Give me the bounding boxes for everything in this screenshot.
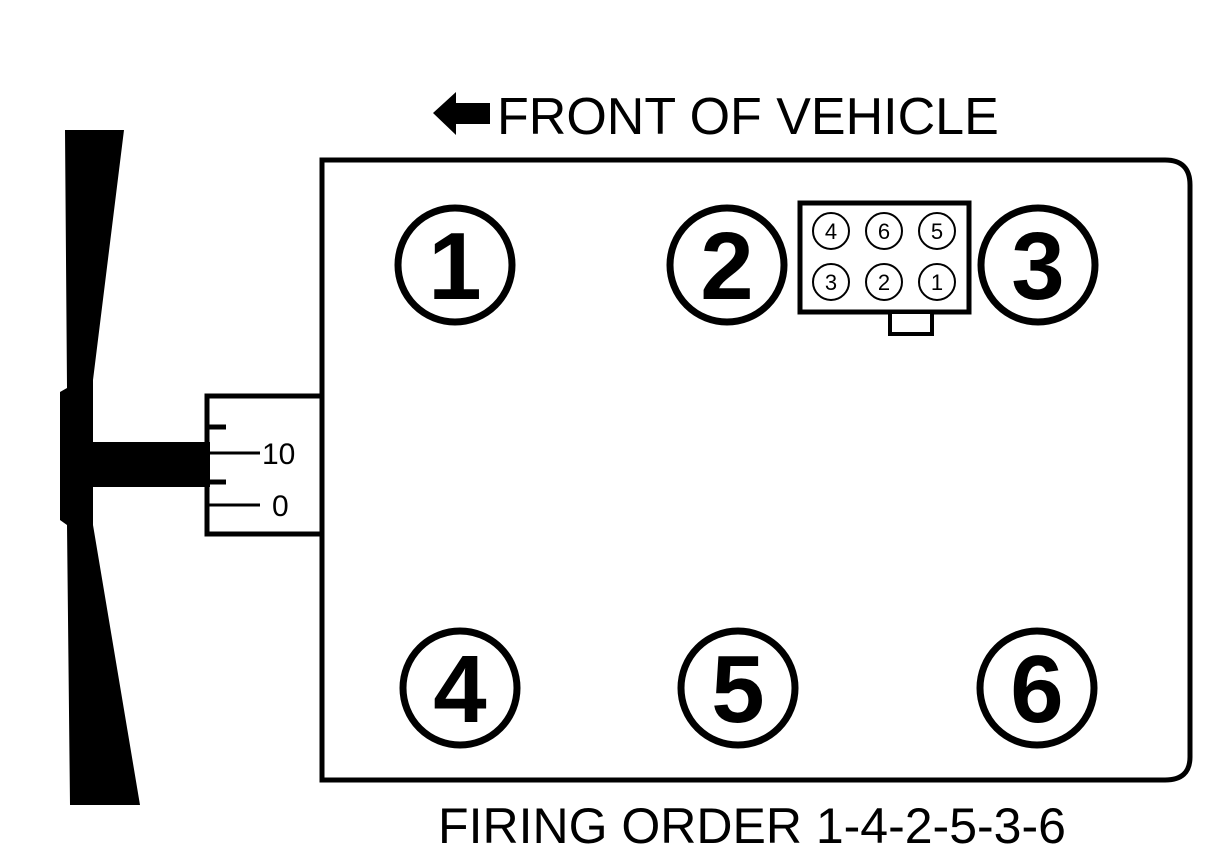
- firing-order-label: FIRING ORDER 1-4-2-5-3-6: [438, 798, 1066, 854]
- coil-terminal: 1: [918, 263, 956, 301]
- cylinder-5: 5: [677, 627, 799, 749]
- svg-text:4: 4: [433, 636, 486, 743]
- timing-scale: 10 0: [204, 393, 325, 537]
- front-of-vehicle-label: FRONT OF VEHICLE: [497, 88, 999, 146]
- timing-mark-0: 0: [272, 490, 289, 523]
- svg-text:3: 3: [1011, 213, 1064, 320]
- front-arrow-icon: [433, 92, 490, 135]
- svg-text:4: 4: [825, 219, 837, 244]
- cylinder-1: 1: [394, 204, 516, 326]
- engine-block: [319, 157, 1193, 783]
- cylinder-6: 6: [976, 627, 1098, 749]
- svg-text:5: 5: [931, 219, 943, 244]
- coil-terminal: 5: [918, 212, 956, 250]
- coil-terminal: 4: [812, 212, 850, 250]
- svg-text:2: 2: [878, 270, 890, 295]
- fan-shaft: [90, 442, 210, 487]
- coil-terminal: 3: [812, 263, 850, 301]
- fan-blade: [60, 130, 140, 805]
- svg-text:3: 3: [825, 270, 837, 295]
- svg-text:6: 6: [1010, 636, 1063, 743]
- coil-terminal: 6: [865, 212, 903, 250]
- cylinder-3: 3: [977, 204, 1099, 326]
- svg-text:5: 5: [711, 636, 764, 743]
- cylinder-2: 2: [666, 204, 788, 326]
- svg-text:2: 2: [700, 213, 753, 320]
- svg-text:1: 1: [428, 213, 481, 320]
- cylinder-4: 4: [399, 627, 521, 749]
- coil-pack: 4 6 5 3 2 1: [797, 200, 972, 336]
- timing-mark-10: 10: [262, 438, 295, 471]
- svg-text:6: 6: [878, 219, 890, 244]
- coil-terminal: 2: [865, 263, 903, 301]
- svg-text:1: 1: [931, 270, 943, 295]
